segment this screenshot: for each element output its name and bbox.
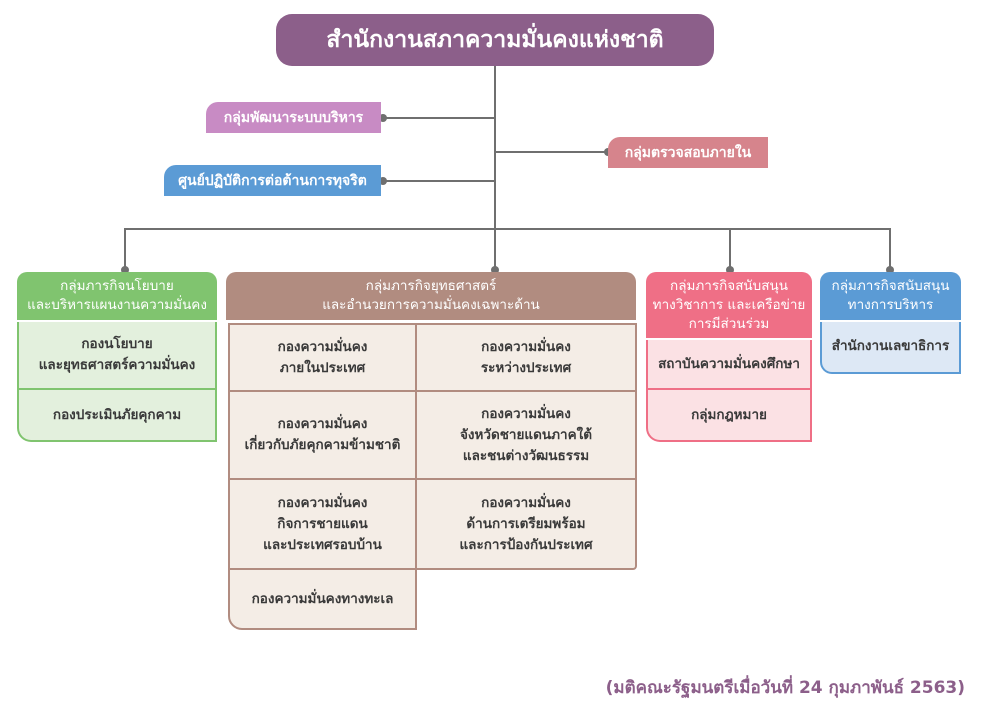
org-title: สำนักงานสภาความมั่นคงแห่งชาติ [276,14,714,66]
unit-maritime-security: กองความมั่นคงทางทะเล [228,568,417,630]
unit-transnational-threats: กองความมั่นคง เกี่ยวกับภัยคุกคามข้ามชาติ [228,390,417,480]
internal-audit-unit: กลุ่มตรวจสอบภายใน [608,137,768,168]
group-body-academic: สถาบันความมั่นคงศึกษา กลุ่มกฎหมาย [646,340,812,442]
group-header-policy: กลุ่มภารกิจนโยบาย และบริหารแผนงานความมั่… [17,272,217,320]
admin-dev-connector [383,117,495,119]
admin-dev-dot [379,114,387,122]
group-bus-line [124,228,891,230]
dot-admin [886,266,894,274]
audit-connector [495,151,608,153]
unit-border-affairs: กองความมั่นคง กิจการชายแดน และประเทศรอบบ… [228,478,417,570]
group-body-admin-support: สำนักงานเลขาธิการ [820,322,961,374]
unit-international-security: กองความมั่นคง ระหว่างประเทศ [415,323,637,392]
drop-line-admin [889,228,891,272]
group-header-academic: กลุ่มภารกิจสนับสนุน ทางวิชาการ และเครือข… [646,272,812,338]
unit-internal-security: กองความมั่นคง ภายในประเทศ [228,323,417,392]
resolution-note: (มติคณะรัฐมนตรีเมื่อวันที่ 24 กุมภาพันธ์… [605,678,965,698]
dot-academic [726,266,734,274]
unit-policy-strategy: กองนโยบาย และยุทธศาสตร์ความมั่นคง [19,322,215,390]
drop-line-strategy [494,228,496,272]
drop-line-policy [124,228,126,272]
unit-southern-border: กองความมั่นคง จังหวัดชายแดนภาคใต้ และชนต… [415,390,637,480]
group-body-policy: กองนโยบาย และยุทธศาสตร์ความมั่นคง กองประ… [17,322,217,442]
unit-security-studies-institute: สถาบันความมั่นคงศึกษา [648,340,810,390]
anti-corruption-unit: ศูนย์ปฏิบัติการต่อต้านการทุจริต [164,165,381,196]
drop-line-academic [729,228,731,272]
unit-threat-assessment: กองประเมินภัยคุกคาม [52,406,182,423]
trunk-line [494,64,496,230]
group-header-strategy: กลุ่มภารกิจยุทธศาสตร์ และอำนวยการความมั่… [226,272,636,320]
anti-corruption-connector [383,180,495,182]
group-body-strategy: กองความมั่นคง ภายในประเทศ กองความมั่นคง … [228,323,637,630]
group-header-admin-support: กลุ่มภารกิจสนับสนุน ทางการบริหาร [820,272,961,320]
unit-secretary-general-office: สำนักงานเลขาธิการ [831,337,950,354]
unit-national-preparedness: กองความมั่นคง ด้านการเตรียมพร้อม และการป… [415,478,637,570]
admin-dev-unit: กลุ่มพัฒนาระบบบริหาร [206,102,381,133]
unit-legal-group: กลุ่มกฎหมาย [691,406,767,423]
dot-policy [121,266,129,274]
dot-strategy [491,266,499,274]
anti-corruption-dot [379,177,387,185]
